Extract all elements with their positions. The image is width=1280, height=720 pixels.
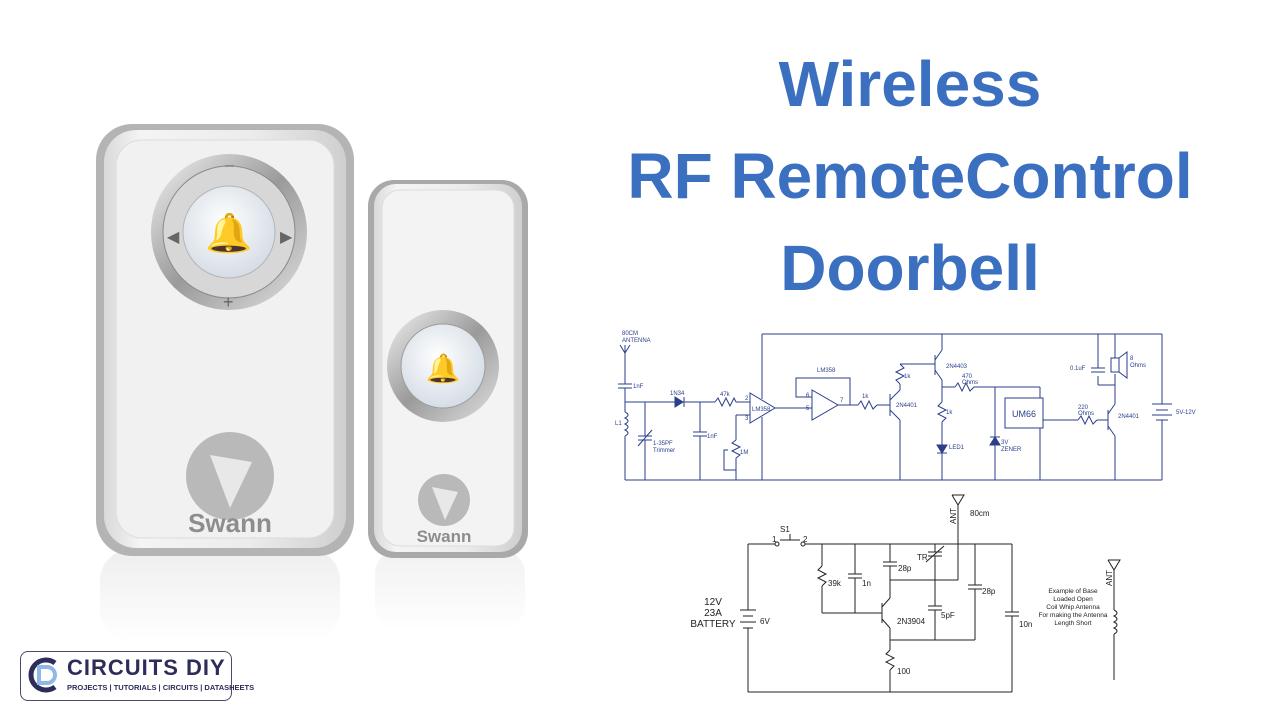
doorbell-product-photo: 🔔 ◀ ▶ – + Swann 🔔 Swann	[96, 124, 528, 640]
bell-icon: 🔔	[205, 212, 252, 255]
s1-q3-label: 2N4401	[1118, 414, 1140, 420]
circuits-diy-logo[interactable]: CIRCUITS DIY PROJECTS | TUTORIALS | CIRC…	[20, 651, 254, 701]
s1-pin5: 5	[806, 406, 810, 412]
plus-icon: +	[223, 292, 234, 312]
s1-q2-label: 2N4403	[946, 364, 968, 370]
s1-cspk-label: 0.1uF	[1070, 366, 1086, 372]
brand-small: Swann	[417, 527, 472, 546]
s2-c10n-label: 10n	[1019, 620, 1032, 629]
s1-supply-label: 5V-12V	[1176, 410, 1196, 416]
s1-r1k-a: 1k	[862, 394, 869, 400]
s2-c28pa-label: 28p	[898, 564, 912, 573]
logo-name: CIRCUITS DIY	[67, 655, 226, 680]
s2-c28pb-label: 28p	[982, 587, 996, 596]
s2-r39k-label: 39k	[828, 579, 842, 588]
next-icon: ▶	[280, 229, 293, 246]
s1-q1-label: 2N4401	[896, 403, 918, 409]
title-line-2: RF RemoteControl	[627, 140, 1193, 212]
s1-r47k-label: 47k	[720, 392, 731, 398]
bell-icon-small: 🔔	[426, 353, 461, 385]
s1-diode-label: 1N34	[670, 391, 685, 397]
s2-c1n-label: 1n	[862, 579, 871, 588]
s2-tr-label: TR	[917, 553, 928, 562]
s1-r1k-b: 1k	[904, 374, 911, 380]
s1-antenna-l1: 80CM	[622, 331, 638, 337]
s1-pin2: 2	[745, 396, 749, 402]
page-title: Wireless RF RemoteControl Doorbell	[560, 38, 1260, 314]
s2-c5p-label: 5pF	[941, 611, 955, 620]
s2-switch-label: S1	[780, 525, 790, 534]
prev-icon: ◀	[167, 229, 180, 246]
s2-ant2-label: ANT	[1105, 570, 1114, 586]
s1-opamp1-label: LM358	[752, 407, 771, 413]
s1-r1k-c: 1k	[946, 410, 953, 416]
minus-icon: –	[225, 157, 234, 174]
s2-q-label: 2N3904	[897, 617, 926, 626]
s1-opamp2-label: LM358	[817, 368, 836, 374]
s1-pin6: 6	[806, 393, 810, 399]
s2-battv-label: 6V	[760, 617, 770, 626]
s2-sw-pin1: 1	[772, 535, 777, 544]
s1-cin-label: 1nF	[633, 384, 644, 390]
s1-pot-label: 1M	[740, 450, 748, 456]
s1-led-label: LED1	[949, 445, 965, 451]
s2-ant-label: ANT	[949, 508, 958, 524]
s2-sw-pin2: 2	[803, 535, 808, 544]
s2-r100-label: 100	[897, 667, 911, 676]
title-line-3: Doorbell	[780, 232, 1040, 304]
s2-antlen-label: 80cm	[970, 509, 990, 518]
circuits-diy-logo-icon	[28, 657, 57, 693]
s1-c2-label: 1nF	[707, 434, 718, 440]
title-line-1: Wireless	[778, 48, 1042, 120]
s1-ic-label: UM66	[1012, 409, 1036, 419]
s1-pin7: 7	[840, 398, 844, 404]
s1-coil-label: L1	[615, 421, 622, 427]
s1-pin3: 3	[745, 416, 749, 422]
brand-main: Swann	[188, 508, 272, 538]
logo-tagline: PROJECTS | TUTORIALS | CIRCUITS | DATASH…	[67, 683, 255, 692]
